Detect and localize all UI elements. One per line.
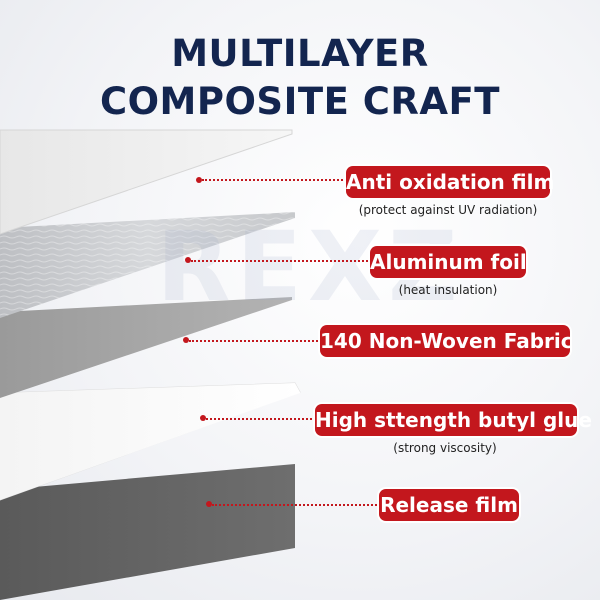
layer-anti-oxidation-film <box>0 129 293 235</box>
label-release-film: Release film <box>379 489 519 521</box>
label-butyl-glue: High sttength butyl glue <box>315 404 592 436</box>
layer-non-woven-fabric <box>0 297 292 398</box>
callout-dot <box>185 257 191 263</box>
label-non-woven-fabric: 140 Non-Woven Fabric <box>320 325 573 357</box>
title-line-1: MULTILAYER <box>171 32 429 75</box>
callout-leader <box>206 418 316 420</box>
callout-leader <box>189 340 321 342</box>
title-line-2: COMPOSITE CRAFT <box>99 80 501 123</box>
callout-dot <box>200 415 206 421</box>
label-anti-oxidation-film: Anti oxidation film <box>346 166 554 198</box>
callout-leader <box>202 179 347 181</box>
note-aluminum-foil: (heat insulation) <box>398 283 498 297</box>
note-butyl-glue: (strong viscosity) <box>393 441 497 455</box>
page-title: MULTILAYER COMPOSITE CRAFT <box>0 30 600 126</box>
callout-leader <box>191 260 371 262</box>
callout-dot <box>183 337 189 343</box>
callout-dot <box>206 501 212 507</box>
callout-leader <box>212 504 380 506</box>
note-anti-oxidation-film: (protect against UV radiation) <box>358 203 538 217</box>
callout-dot <box>196 177 202 183</box>
label-aluminum-foil: Aluminum foil <box>370 246 527 278</box>
layer-release-film <box>0 464 295 600</box>
